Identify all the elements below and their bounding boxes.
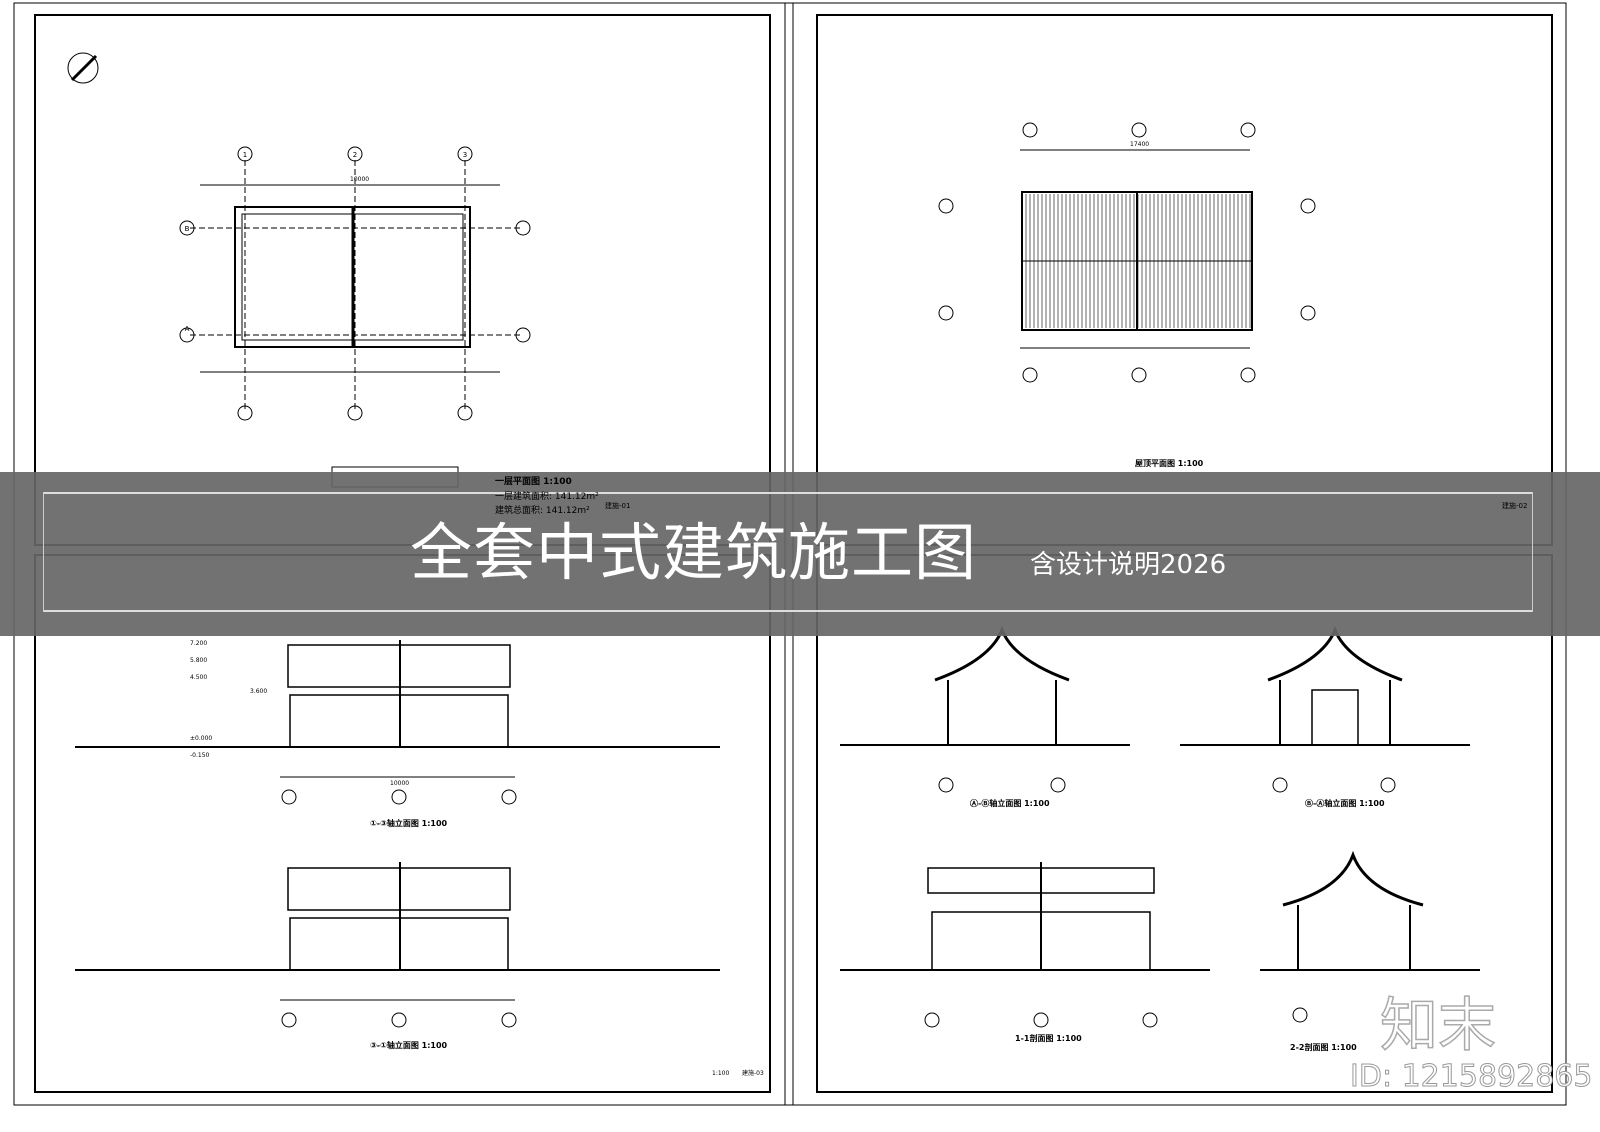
sheet-number: 建施-03 <box>742 1069 764 1077</box>
section-1-1 <box>840 862 1210 1028</box>
level-top: 7.200 <box>190 640 207 647</box>
side-elevation-b-a <box>1180 625 1470 793</box>
section-1-1-title: 1-1剖面图 1:100 <box>1015 1033 1082 1043</box>
sheet-scale: 1:100 <box>712 1070 729 1077</box>
axis-label: A <box>185 325 190 333</box>
rear-elevation <box>75 862 720 1028</box>
banner-subtitle: 含设计说明2026 <box>1030 550 1227 580</box>
level-zero: ±0.000 <box>190 735 212 742</box>
watermark-id: ID: 1215892865 <box>1349 1059 1593 1094</box>
north-arrow-icon <box>67 52 99 84</box>
dim-total: 10000 <box>350 176 369 183</box>
elevation-b-a-title: Ⓑ-Ⓐ轴立面图 1:100 <box>1305 798 1385 808</box>
dim-elev: 10000 <box>390 780 409 787</box>
elevation-1-3-title: ①-③轴立面图 1:100 <box>370 818 448 828</box>
side-elevation-a-b <box>840 625 1130 793</box>
banner-title: 全套中式建筑施工图 <box>410 516 978 589</box>
roof-plan <box>938 122 1316 383</box>
sheet-frame-plan <box>34 14 771 546</box>
level-beam: 4.500 <box>190 674 207 681</box>
level-ground: -0.150 <box>190 752 210 759</box>
section-2-2-title: 2-2剖面图 1:100 <box>1290 1042 1357 1052</box>
front-elevation <box>75 640 720 805</box>
banner-frame <box>43 492 1533 612</box>
title-banner <box>0 472 1600 636</box>
axis-label: 3 <box>463 151 467 159</box>
level-lintel: 3.600 <box>250 688 267 695</box>
axis-label: 2 <box>353 151 357 159</box>
elevation-a-b-title: Ⓐ-Ⓑ轴立面图 1:100 <box>970 798 1050 808</box>
roof-plan-title: 屋顶平面图 1:100 <box>1135 458 1204 468</box>
elevation-3-1-title: ③-①轴立面图 1:100 <box>370 1040 448 1050</box>
floor-plan <box>179 146 531 421</box>
axis-label: B <box>185 225 190 233</box>
watermark-logo: 知末 <box>1379 991 1497 1059</box>
level-eave: 5.800 <box>190 657 207 664</box>
section-2-2 <box>1260 850 1480 1023</box>
dim-roof: 17400 <box>1130 141 1149 148</box>
axis-label: 1 <box>243 151 247 159</box>
